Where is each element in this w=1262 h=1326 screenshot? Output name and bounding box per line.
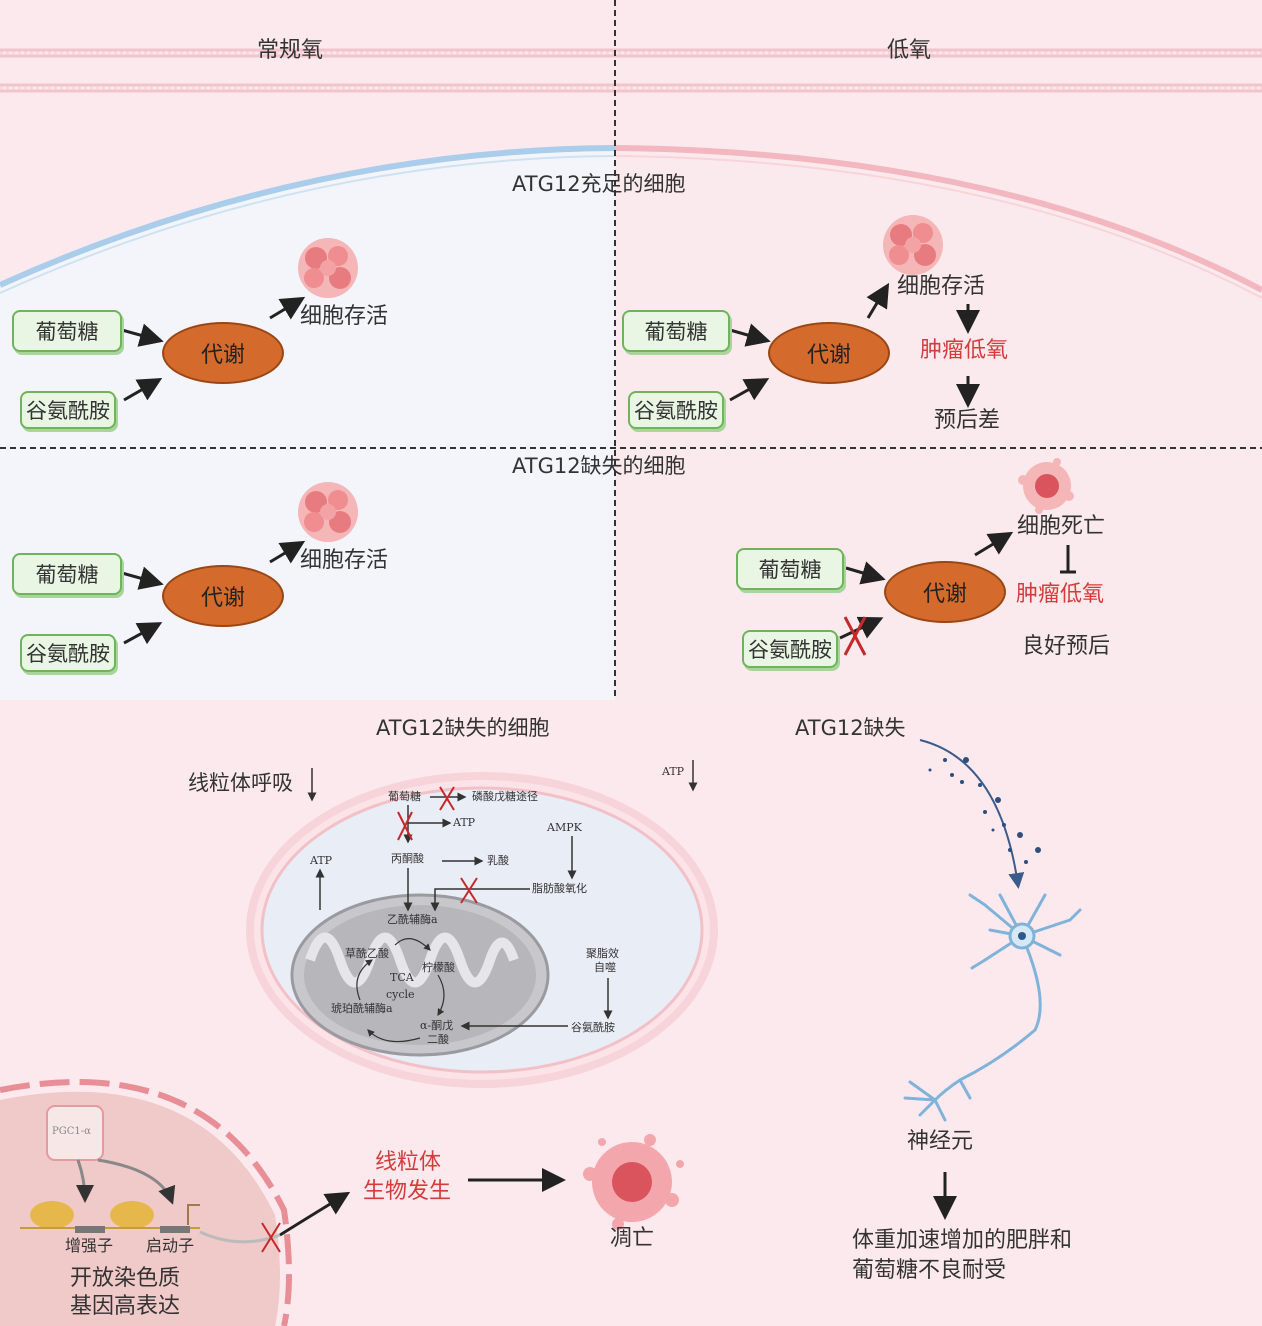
cell-cluster-icon (883, 215, 943, 275)
atp-label: ATP (453, 816, 476, 829)
cell-survival-label: 细胞存活 (300, 548, 389, 573)
tca-cycle-label: cycle (386, 988, 415, 1001)
enhancer-label: 增强子 (65, 1236, 114, 1255)
aggrephagy-label-2: 自噬 (594, 961, 616, 974)
metabolism-oval: 代谢 (768, 322, 890, 384)
citrate-label: 柠檬酸 (422, 961, 455, 974)
bottom-cell-title: ATG12缺失的细胞 (376, 716, 550, 740)
promoter-label: 启动子 (146, 1236, 195, 1255)
akg-label: α-酮戊 (420, 1019, 454, 1032)
glucose-box: 葡萄糖 (12, 310, 122, 352)
akg-label-2: 二酸 (427, 1033, 449, 1046)
section-sufficient: ATG12充足的细胞 (512, 172, 686, 196)
biogenesis-label: 线粒体 (375, 1150, 442, 1175)
cell-cluster-icon (298, 482, 358, 542)
metabolism-oval: 代谢 (162, 565, 284, 627)
glucose-small: 葡萄糖 (388, 790, 421, 803)
glutamine-small: 谷氨酰胺 (571, 1021, 615, 1034)
ampk-label: AMPK (547, 821, 582, 834)
good-prognosis-label: 良好预后 (1022, 634, 1111, 659)
x-mark-icon (843, 616, 867, 656)
cell-cluster-icon (298, 238, 358, 298)
cell-right-membrane (614, 145, 1262, 293)
mito-respiration-label: 线粒体呼吸 (188, 771, 293, 795)
poor-prognosis-label: 预后差 (934, 408, 1001, 433)
membrane-top (0, 48, 1262, 93)
cell-death-label: 细胞死亡 (1017, 514, 1106, 539)
cell-survival-label: 细胞存活 (897, 274, 986, 299)
glucose-box: 葡萄糖 (12, 553, 122, 595)
acetyl-coa-label: 乙酰辅酶a (387, 913, 438, 926)
ppp-label: 磷酸戊糖途径 (472, 790, 538, 803)
metabolism-oval: 代谢 (162, 322, 284, 384)
glutamine-box: 谷氨酰胺 (20, 634, 116, 672)
glucose-box: 葡萄糖 (736, 548, 844, 590)
atp-label: ATP (310, 854, 333, 867)
header-normoxia: 常规氧 (257, 38, 324, 63)
metabolism-oval: 代谢 (884, 561, 1006, 623)
cell-survival-label: 细胞存活 (300, 304, 389, 329)
x-mark-icon (397, 811, 413, 841)
glucose-box: 葡萄糖 (622, 310, 730, 352)
tumor-hypoxia-label: 肿瘤低氧 (1016, 582, 1105, 607)
oxaloacetate-label: 草酰乙酸 (345, 947, 389, 960)
obesity-label-2: 葡萄糖不良耐受 (852, 1258, 1007, 1283)
pgc-box (46, 1105, 104, 1161)
pgc-label: PGC1-α (52, 1126, 91, 1137)
atp-down-label: ATP (662, 765, 685, 778)
lactate-label: 乳酸 (487, 854, 509, 867)
dead-cell-icon (1018, 458, 1074, 514)
header-hypoxia: 低氧 (887, 38, 932, 63)
x-mark-icon (439, 786, 455, 811)
section-deficient: ATG12缺失的细胞 (512, 454, 686, 478)
x-mark-icon (460, 877, 478, 904)
fao-label: 脂肪酸氧化 (532, 882, 587, 895)
pyruvate-label: 丙酮酸 (391, 852, 424, 865)
chromatin-label: 开放染色质 (70, 1266, 181, 1291)
glutamine-box: 谷氨酰胺 (628, 391, 724, 429)
glutamine-box: 谷氨酰胺 (20, 391, 116, 429)
x-mark-icon (261, 1222, 281, 1253)
atg12-loss-label: ATG12缺失 (795, 716, 906, 740)
tca-label: TCA (390, 971, 414, 984)
mitochondrion-icon (290, 893, 550, 1057)
cell-left-membrane (0, 145, 616, 288)
cell-left-fill (0, 148, 615, 700)
tumor-hypoxia-label: 肿瘤低氧 (920, 338, 1009, 363)
glutamine-box: 谷氨酰胺 (742, 630, 838, 668)
dead-cell-icon (583, 1134, 684, 1230)
aggrephagy-label: 聚脂效 (586, 947, 619, 960)
apoptosis-label: 凋亡 (610, 1226, 655, 1251)
succinyl-label: 琥珀酰辅酶a (331, 1002, 393, 1015)
neuron-label: 神经元 (907, 1129, 974, 1154)
biogenesis-label-2: 生物发生 (363, 1179, 452, 1204)
chromatin-label-2: 基因高表达 (70, 1294, 181, 1319)
neuron-icon (903, 893, 1082, 1122)
obesity-label: 体重加速增加的肥胖和 (852, 1228, 1073, 1253)
